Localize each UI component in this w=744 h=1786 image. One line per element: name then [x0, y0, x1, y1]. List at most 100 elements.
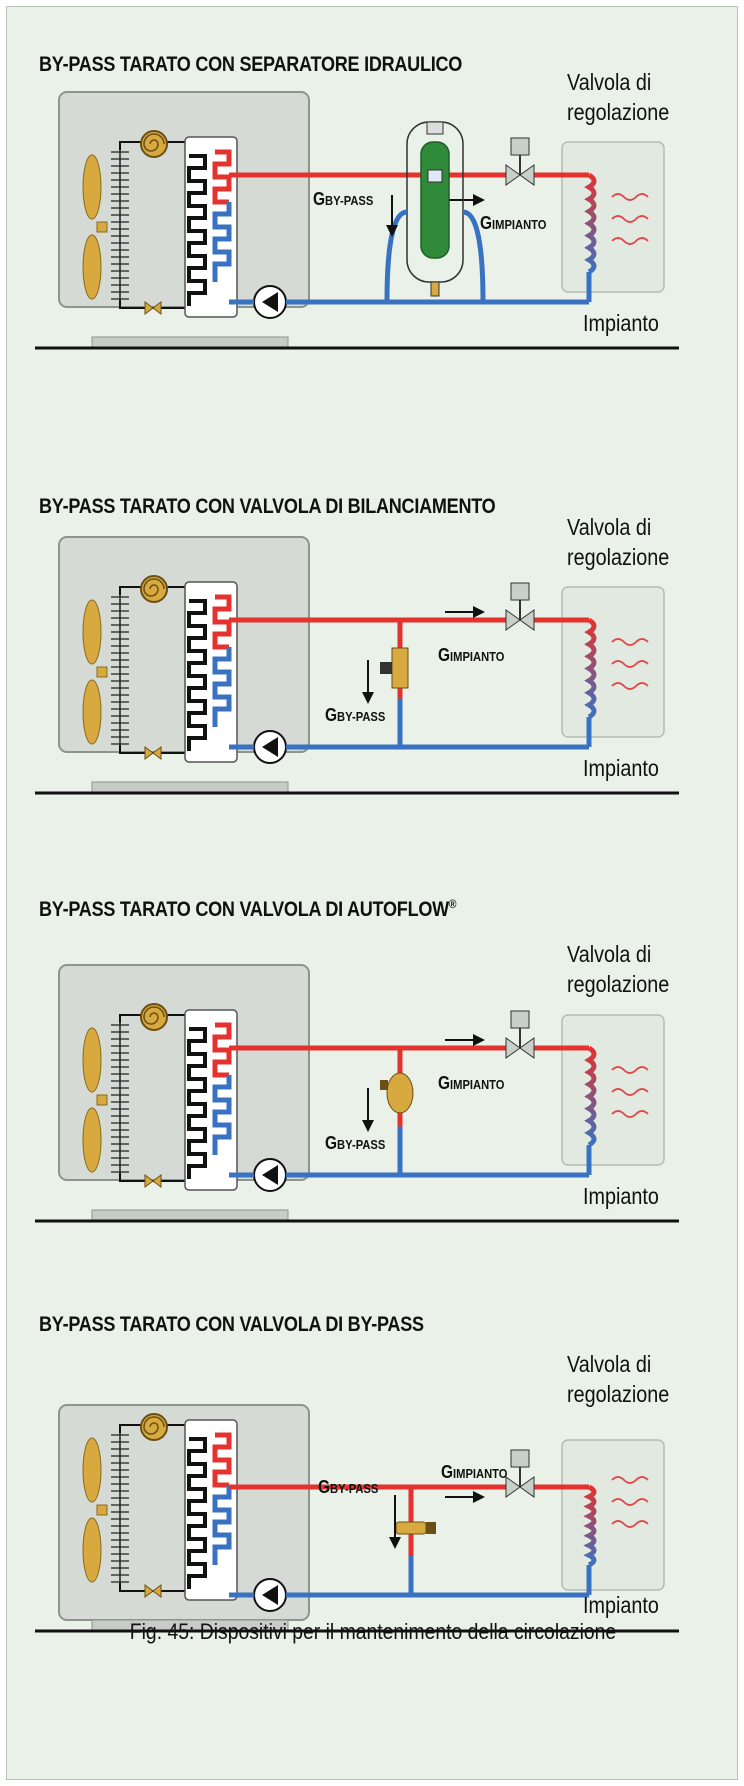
flow-arrowhead-bypass	[386, 225, 398, 237]
panel-title-bilanciamento: BY-PASS TARATO CON VALVOLA DI BILANCIAME…	[39, 495, 496, 518]
expansion-valve-icon	[144, 1174, 154, 1188]
compressor-icon	[140, 1003, 168, 1031]
separator-label-icon	[427, 169, 443, 183]
water-zigzag-hot	[212, 1022, 232, 1078]
expansion-valve-icon	[152, 746, 162, 760]
impianto-label-bypass: Impianto	[583, 1592, 659, 1618]
panel-title-separatore: BY-PASS TARATO CON SEPARATORE IDRAULICO	[39, 53, 463, 76]
heat-wave-icon	[611, 215, 649, 223]
heat-wave-icon	[611, 1498, 649, 1506]
emitter-box	[561, 1439, 665, 1591]
fan-blade-top	[82, 1437, 102, 1503]
flow-arrowhead-impianto	[473, 1034, 485, 1046]
gimpianto-label-bypass: GIMPIANTO	[441, 1462, 508, 1482]
refrigerant-zigzag	[187, 1027, 207, 1179]
gimpianto-label-autoflow: GIMPIANTO	[438, 1073, 505, 1093]
refrigerant-zigzag	[187, 599, 207, 751]
water-zigzag-cold	[212, 1485, 232, 1565]
refrigerant-zigzag	[187, 1437, 207, 1589]
emitter-coil	[583, 1484, 597, 1568]
control-valve-icon	[505, 1037, 521, 1059]
hydraulic-separator	[420, 141, 450, 259]
control-valve-icon	[519, 1037, 535, 1059]
impianto-label-autoflow: Impianto	[583, 1183, 659, 1209]
control-valve-icon	[519, 609, 535, 631]
emitter-coil	[584, 1045, 597, 1148]
water-zigzag-cold	[212, 1075, 232, 1155]
unit-base	[91, 336, 289, 348]
unit-base	[91, 781, 289, 793]
flow-arrowhead-impianto	[473, 1491, 485, 1503]
diagram-bypass	[35, 1404, 679, 1633]
water-zigzag-hot	[212, 1432, 232, 1488]
refrigerant-zigzag	[187, 154, 207, 306]
autoflow-valve-icon	[386, 1072, 414, 1114]
control-valve-icon	[505, 1476, 521, 1498]
fan-blade-top	[82, 599, 102, 665]
expansion-valve-icon	[144, 301, 154, 315]
fan-blade-bottom	[82, 1517, 102, 1583]
air-vent-icon	[426, 121, 444, 135]
control-valve-icon	[505, 609, 521, 631]
diagram-separatore	[35, 91, 679, 350]
heat-wave-icon	[611, 1110, 649, 1118]
gimpianto-label-separatore: GIMPIANTO	[480, 213, 547, 233]
heat-wave-icon	[611, 638, 649, 646]
heat-wave-icon	[611, 1088, 649, 1096]
figure-caption: Fig. 45: Dispositivi per il mantenimento…	[129, 1619, 617, 1644]
expansion-valve-icon	[152, 1174, 162, 1188]
autoflow-valve-cap	[380, 1080, 388, 1090]
emitter-coil	[584, 172, 597, 275]
compressor-icon	[140, 130, 168, 158]
separator-cold-outlet	[462, 209, 486, 303]
panel-title-autoflow: BY-PASS TARATO CON VALVOLA DI AUTOFLOW®	[39, 897, 457, 921]
control-valve-icon	[505, 164, 521, 186]
flow-arrowhead-impianto	[473, 606, 485, 618]
diagram-bilanciamento	[35, 536, 679, 795]
fan-hub-icon	[96, 221, 108, 233]
fan-hub-icon	[96, 1094, 108, 1106]
balancing-valve-icon	[391, 647, 409, 689]
control-valve-actuator	[510, 1449, 530, 1468]
impianto-label-bilanciamento: Impianto	[583, 755, 659, 781]
heat-wave-icon	[611, 1066, 649, 1074]
pump-arrow-icon	[262, 737, 278, 757]
heat-wave-icon	[611, 660, 649, 668]
control-valve-icon	[519, 1476, 535, 1498]
water-zigzag-cold	[212, 202, 232, 282]
emitter-coil	[584, 617, 597, 720]
heat-wave-icon	[611, 237, 649, 245]
gbypass-label-separatore: GBY-PASS	[313, 189, 374, 209]
diagram-autoflow	[35, 964, 679, 1223]
control-valve-actuator	[510, 137, 530, 156]
fan-blade-bottom	[82, 1107, 102, 1173]
bypass-valve-knob	[426, 1522, 436, 1534]
bypass-valve-icon	[395, 1521, 427, 1535]
gbypass-label-bypass: GBY-PASS	[318, 1477, 379, 1497]
panel-title-bypass: BY-PASS TARATO CON VALVOLA DI BY-PASS	[39, 1313, 424, 1336]
compressor-spiral	[143, 1006, 165, 1025]
heat-wave-icon	[611, 193, 649, 201]
gimpianto-label-bilanciamento: GIMPIANTO	[438, 645, 505, 665]
pump-arrow-icon	[262, 1165, 278, 1185]
drain-valve-icon	[430, 281, 440, 297]
water-zigzag-hot	[212, 594, 232, 650]
gbypass-label-bilanciamento: GBY-PASS	[325, 705, 386, 725]
expansion-valve-icon	[144, 746, 154, 760]
control-valve-icon	[519, 164, 535, 186]
heat-wave-icon	[611, 1476, 649, 1484]
unit-base	[91, 1209, 289, 1221]
flow-arrowhead-bypass	[362, 1120, 374, 1132]
compressor-icon	[140, 1413, 168, 1441]
control-valve-actuator	[510, 582, 530, 601]
fan-hub-icon	[96, 666, 108, 678]
expansion-valve-icon	[152, 301, 162, 315]
pump-arrow-icon	[262, 1585, 278, 1605]
flow-arrowhead-impianto	[473, 194, 485, 206]
compressor-spiral	[143, 133, 165, 152]
flow-arrowhead-bypass	[362, 692, 374, 704]
